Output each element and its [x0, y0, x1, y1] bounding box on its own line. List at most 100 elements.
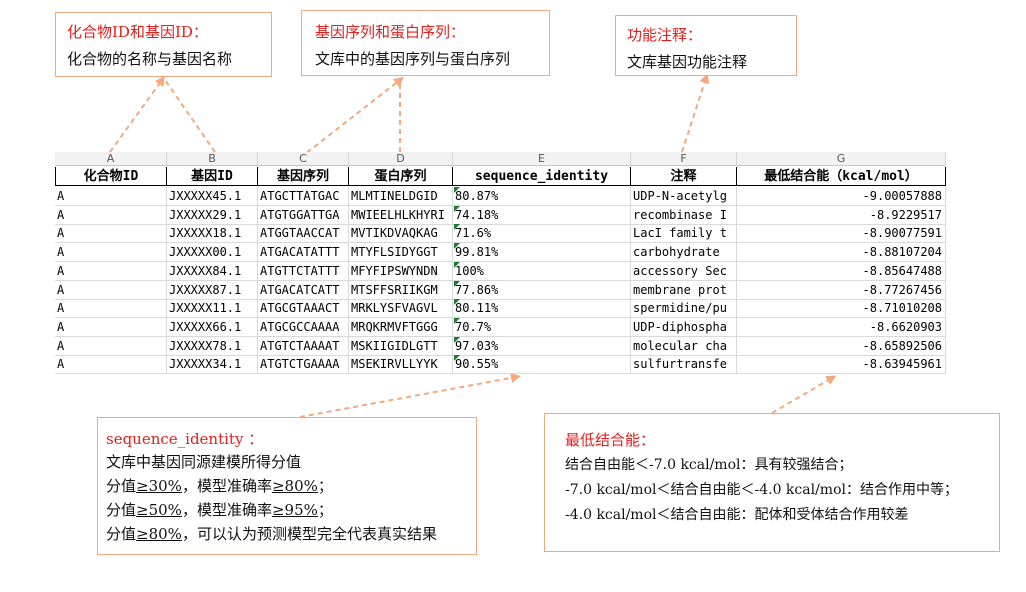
cell-sequence-identity[interactable]: 99.81% — [453, 243, 631, 263]
cell-sequence-identity[interactable]: 100% — [453, 261, 631, 281]
cell-protein-sequence[interactable]: MRKLYSFVAGVL — [349, 299, 453, 319]
cell-sequence-identity[interactable]: 80.87% — [453, 187, 631, 206]
annotation-energy-title: 最低结合能： — [565, 431, 656, 449]
cell-annotation[interactable]: sulfurtransfe — [631, 355, 737, 375]
annotation-id-title: 化合物ID和基因ID： — [67, 23, 208, 41]
header-protein-sequence[interactable]: 蛋白序列 — [349, 167, 453, 186]
cell-protein-sequence[interactable]: MWIEELHLKHYRI — [349, 205, 453, 225]
header-annotation[interactable]: 注释 — [631, 167, 737, 186]
cell-binding-energy[interactable]: -8.9229517 — [737, 205, 946, 225]
cell-protein-sequence[interactable]: MSEKIRVLLYYK — [349, 355, 453, 375]
cell-annotation[interactable]: molecular cha — [631, 336, 737, 356]
cell-binding-energy[interactable]: -8.71010208 — [737, 299, 946, 319]
cell-compound-id[interactable]: A — [55, 355, 167, 375]
number-stored-as-text-indicator — [454, 243, 460, 250]
cell-gene-id[interactable]: JXXXXX29.1 — [167, 205, 258, 225]
cell-sequence-identity[interactable]: 70.7% — [453, 317, 631, 337]
header-gene-id[interactable]: 基因ID — [167, 167, 258, 186]
cell-gene-sequence[interactable]: ATGACATCATT — [258, 280, 349, 300]
header-binding-energy[interactable]: 最低结合能（kcal/mol） — [737, 167, 946, 186]
cell-sequence-identity[interactable]: 80.11% — [453, 299, 631, 319]
cell-gene-sequence[interactable]: ATGCGCCAAAA — [258, 317, 349, 337]
cell-compound-id[interactable]: A — [55, 336, 167, 356]
header-sequence-identity[interactable]: sequence_identity — [453, 167, 631, 186]
cell-annotation[interactable]: carbohydrate — [631, 243, 737, 263]
cell-annotation[interactable]: recombinase I — [631, 205, 737, 225]
cell-gene-sequence[interactable]: ATGACATATTT — [258, 243, 349, 263]
cell-gene-id[interactable]: JXXXXX45.1 — [167, 187, 258, 206]
cell-gene-sequence[interactable]: ATGGTAACCAT — [258, 224, 349, 244]
cell-protein-sequence[interactable]: MRQKRMVFTGGG — [349, 317, 453, 337]
column-letter-a[interactable]: A — [55, 152, 167, 166]
cell-compound-id[interactable]: A — [55, 187, 167, 206]
cell-gene-id[interactable]: JXXXXX18.1 — [167, 224, 258, 244]
cell-gene-id[interactable]: JXXXXX84.1 — [167, 261, 258, 281]
header-compound-id[interactable]: 化合物ID — [55, 167, 167, 186]
annotation-identity-line3: 分值≥50%，模型准确率≥95%； — [106, 501, 333, 519]
cell-sequence-identity[interactable]: 90.55% — [453, 355, 631, 375]
column-letter-c[interactable]: C — [258, 152, 349, 166]
cell-compound-id[interactable]: A — [55, 224, 167, 244]
arrow-compound-id — [109, 75, 165, 153]
cell-annotation[interactable]: spermidine/pu — [631, 299, 737, 319]
cell-binding-energy[interactable]: -8.65892506 — [737, 336, 946, 356]
annotation-sequence-box: 基因序列和蛋白序列： 文库中的基因序列与蛋白序列 — [301, 10, 550, 76]
cell-binding-energy[interactable]: -8.77267456 — [737, 280, 946, 300]
cell-gene-id[interactable]: JXXXXX00.1 — [167, 243, 258, 263]
cell-compound-id[interactable]: A — [55, 317, 167, 337]
cell-protein-sequence[interactable]: MSKIIGIDLGTT — [349, 336, 453, 356]
header-gene-sequence[interactable]: 基因序列 — [258, 167, 349, 186]
cell-binding-energy[interactable]: -8.90077591 — [737, 224, 946, 244]
cell-binding-energy[interactable]: -9.00057888 — [737, 187, 946, 206]
cell-binding-energy[interactable]: -8.6620903 — [737, 317, 946, 337]
annotation-identity-line2: 分值≥30%，模型准确率≥80%； — [106, 477, 333, 495]
cell-gene-id[interactable]: JXXXXX87.1 — [167, 280, 258, 300]
annotation-function-title: 功能注释： — [627, 26, 703, 44]
cell-gene-id[interactable]: JXXXXX66.1 — [167, 317, 258, 337]
cell-compound-id[interactable]: A — [55, 299, 167, 319]
column-letter-f[interactable]: F — [631, 152, 737, 166]
cell-annotation[interactable]: UDP-diphospha — [631, 317, 737, 337]
arrow-energy — [771, 375, 837, 414]
number-stored-as-text-indicator — [454, 317, 460, 324]
number-stored-as-text-indicator — [454, 355, 460, 362]
cell-protein-sequence[interactable]: MTYFLSIDYGGT — [349, 243, 453, 263]
cell-gene-sequence[interactable]: ATGTCTAAAAT — [258, 336, 349, 356]
cell-gene-id[interactable]: JXXXXX78.1 — [167, 336, 258, 356]
cell-gene-sequence[interactable]: ATGCGTAAACT — [258, 299, 349, 319]
cell-compound-id[interactable]: A — [55, 280, 167, 300]
cell-annotation[interactable]: membrane prot — [631, 280, 737, 300]
arrow-annotation — [681, 73, 710, 153]
cell-protein-sequence[interactable]: MLMTINELDGID — [349, 187, 453, 206]
cell-binding-energy[interactable]: -8.63945961 — [737, 355, 946, 375]
column-letter-d[interactable]: D — [349, 152, 453, 166]
cell-compound-id[interactable]: A — [55, 205, 167, 225]
cell-sequence-identity[interactable]: 74.18% — [453, 205, 631, 225]
column-letter-e[interactable]: E — [453, 152, 631, 166]
cell-sequence-identity[interactable]: 71.6% — [453, 224, 631, 244]
number-stored-as-text-indicator — [454, 224, 460, 231]
column-letter-g[interactable]: G — [737, 152, 946, 166]
column-letter-b[interactable]: B — [167, 152, 258, 166]
cell-compound-id[interactable]: A — [55, 243, 167, 263]
cell-gene-sequence[interactable]: ATGCTTATGAC — [258, 187, 349, 206]
arrow-gene-seq — [299, 76, 404, 159]
cell-annotation[interactable]: UDP-N-acetylg — [631, 187, 737, 206]
cell-annotation[interactable]: accessory Sec — [631, 261, 737, 281]
cell-binding-energy[interactable]: -8.88107204 — [737, 243, 946, 263]
cell-protein-sequence[interactable]: MTSFFSRIIKGM — [349, 280, 453, 300]
cell-compound-id[interactable]: A — [55, 261, 167, 281]
cell-gene-id[interactable]: JXXXXX34.1 — [167, 355, 258, 375]
annotation-identity-line4: 分值≥80%，可以认为预测模型完全代表真实结果 — [106, 525, 437, 543]
cell-protein-sequence[interactable]: MVTIKDVAQKAG — [349, 224, 453, 244]
cell-annotation[interactable]: LacI family t — [631, 224, 737, 244]
cell-gene-sequence[interactable]: ATGTGGATTGA — [258, 205, 349, 225]
cell-gene-sequence[interactable]: ATGTCTGAAAA — [258, 355, 349, 375]
cell-gene-id[interactable]: JXXXXX11.1 — [167, 299, 258, 319]
cell-sequence-identity[interactable]: 97.03% — [453, 336, 631, 356]
cell-sequence-identity[interactable]: 77.86% — [453, 280, 631, 300]
cell-binding-energy[interactable]: -8.85647488 — [737, 261, 946, 281]
cell-protein-sequence[interactable]: MFYFIPSWYNDN — [349, 261, 453, 281]
annotation-identity-line1: 文库中基因同源建模所得分值 — [106, 453, 302, 471]
cell-gene-sequence[interactable]: ATGTTCTATTT — [258, 261, 349, 281]
